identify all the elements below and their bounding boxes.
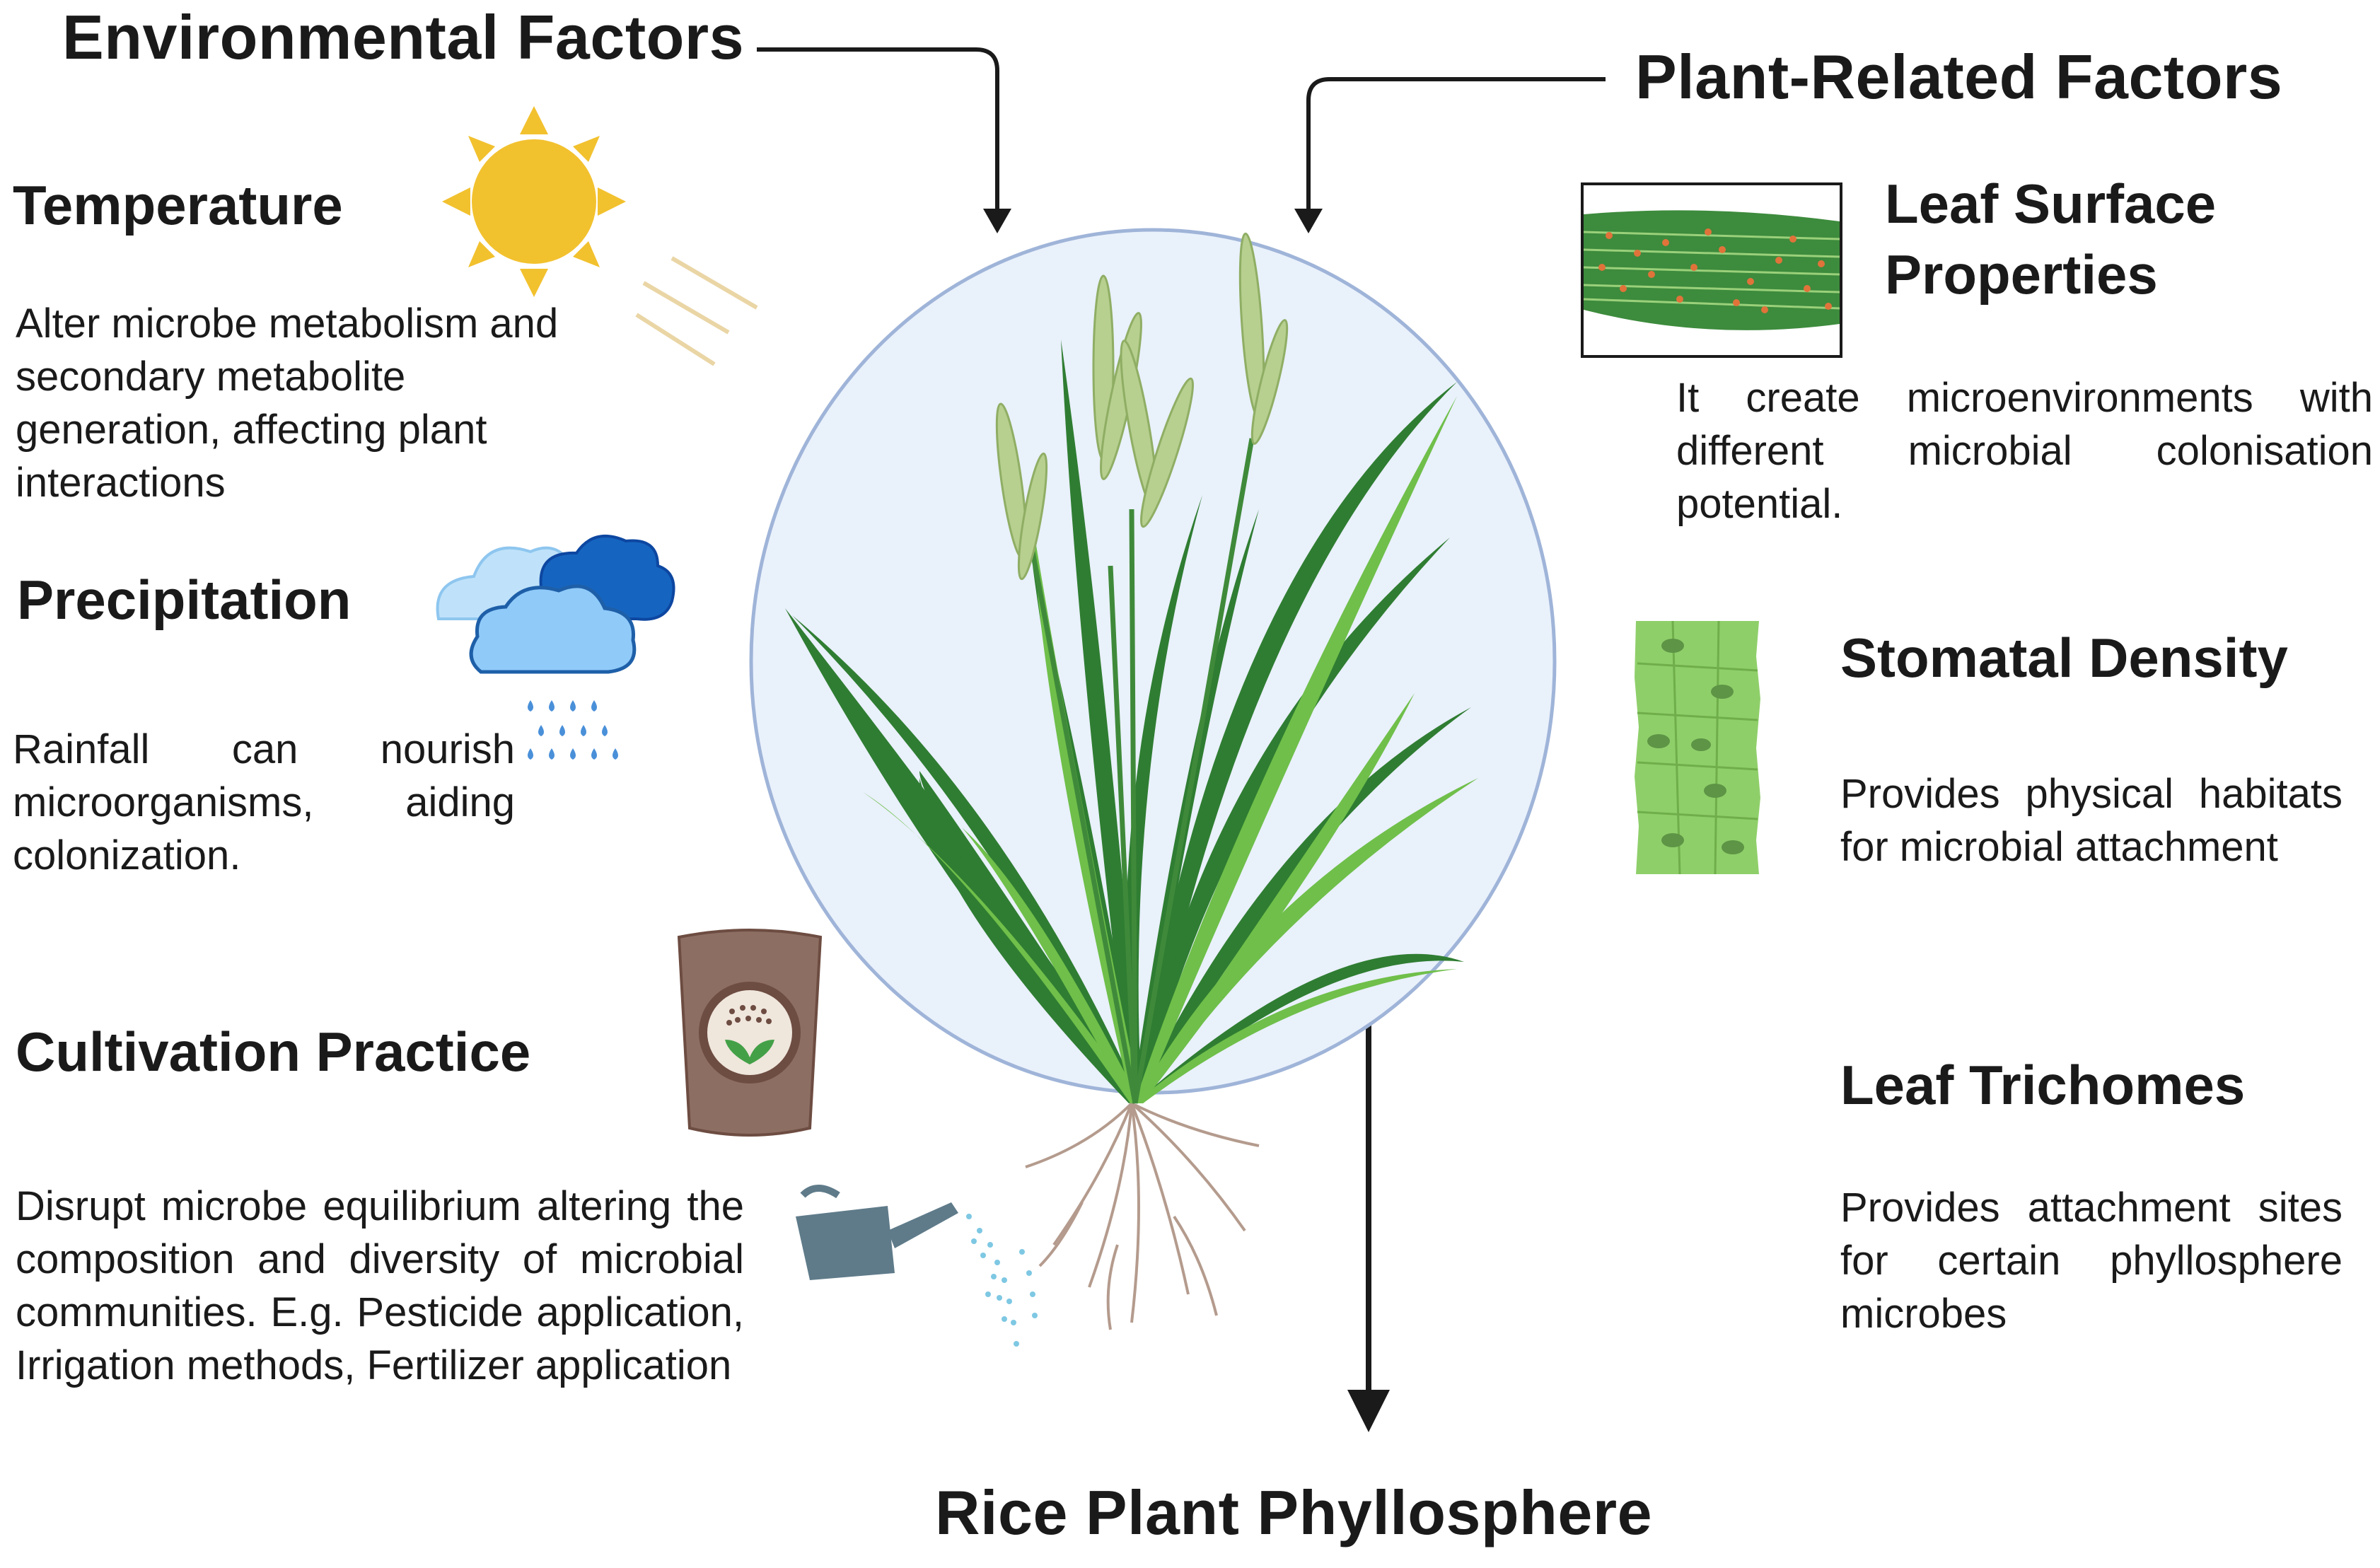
plant-related-factors-header: Plant-Related Factors xyxy=(1635,42,2283,112)
roots xyxy=(1025,1102,1260,1330)
leaf-surface-properties-title-line2: Properties xyxy=(1885,243,2158,306)
rain-cloud-icon xyxy=(436,535,675,760)
leaf-surface-icon xyxy=(1581,182,1842,358)
sun-icon xyxy=(442,106,758,366)
panicles xyxy=(995,232,1289,581)
leaf-trichomes-text: Provides attachment sites for certain ph… xyxy=(1840,1185,2343,1337)
leaf-surface-properties-text: It create microenvironments with differe… xyxy=(1676,375,2373,527)
stomatal-density-text: Provides physical habitats for microbial… xyxy=(1840,771,2343,870)
watering-can-icon xyxy=(796,1185,1038,1347)
fertilizer-bag-icon xyxy=(677,929,823,1137)
cultivation-practice-title: Cultivation Practice xyxy=(16,1021,531,1083)
rice-plant-phyllosphere-title: Rice Plant Phyllosphere xyxy=(935,1477,1653,1547)
environmental-arrow xyxy=(757,47,999,219)
cultivation-practice-text: Disrupt microbe equilibrium altering the… xyxy=(16,1183,744,1388)
stomatal-density-title: Stomatal Density xyxy=(1840,627,2288,689)
environmental-factors-header: Environmental Factors xyxy=(62,2,745,72)
leaf-surface-properties-title-line1: Leaf Surface xyxy=(1885,173,2217,235)
stems xyxy=(1030,438,1255,1104)
leaves-light xyxy=(863,396,1478,1103)
temperature-text: Alter microbe metabolism and secondary m… xyxy=(16,301,559,506)
precipitation-title: Precipitation xyxy=(17,569,352,631)
precipitation-text: Rainfall can nourish microorganisms, aid… xyxy=(13,726,515,878)
stomata-icon xyxy=(1635,620,1760,875)
phyllosphere-circle xyxy=(749,228,1557,1095)
plant-factors-arrow xyxy=(1306,77,1606,216)
leaf-trichomes-title: Leaf Trichomes xyxy=(1840,1054,2246,1116)
temperature-title: Temperature xyxy=(13,174,343,236)
